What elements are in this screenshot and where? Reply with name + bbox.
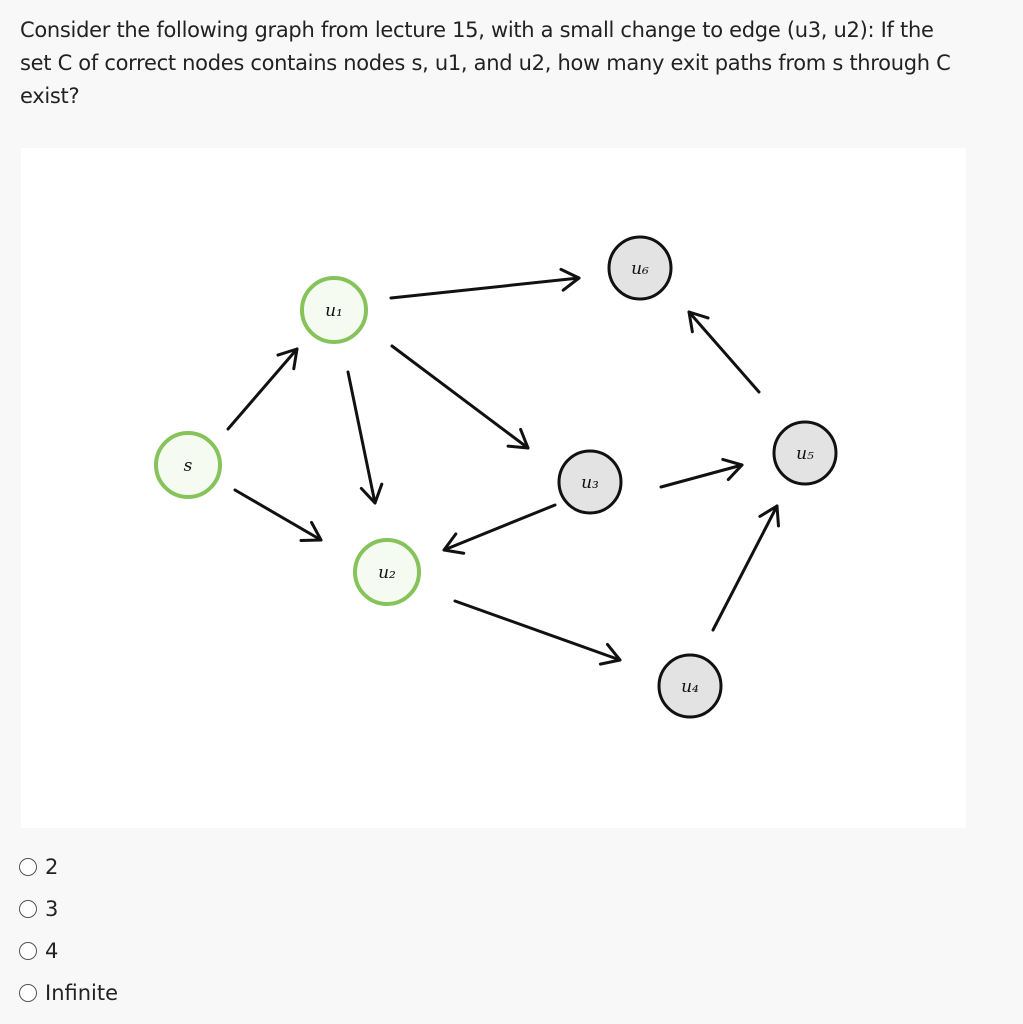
- edge-u3-u2: [442, 503, 557, 555]
- node-u1: u₁: [300, 276, 368, 344]
- arrow-head-icon: [276, 347, 299, 371]
- arrow-head-icon: [506, 427, 530, 450]
- node-label: u₁: [325, 301, 343, 321]
- edge-u1-u6: [389, 267, 581, 300]
- edge-u4-u5: [711, 504, 780, 632]
- edge-line: [346, 370, 377, 505]
- node-circle: [607, 235, 673, 301]
- node-circle: [772, 420, 838, 486]
- radio-button[interactable]: [19, 942, 37, 960]
- edge-line: [687, 310, 761, 394]
- edge-s-u1: [226, 347, 299, 431]
- arrow-head-icon: [598, 642, 622, 666]
- edge-u1-u3: [390, 344, 530, 450]
- option-3[interactable]: 3: [19, 888, 118, 930]
- node-label: u₂: [378, 563, 396, 583]
- edge-line: [453, 599, 622, 662]
- arrow-head-icon: [559, 267, 581, 292]
- node-circle: [353, 538, 421, 606]
- node-u4: u₄: [657, 653, 723, 719]
- radio-button[interactable]: [19, 858, 37, 876]
- node-circle: [657, 653, 723, 719]
- arrow-head-icon: [359, 482, 384, 505]
- arrow-head-icon: [299, 520, 323, 542]
- edge-u5-u6: [687, 310, 761, 394]
- edge-line: [390, 344, 530, 450]
- edge-line: [711, 504, 779, 632]
- edge-u1-u2: [346, 370, 384, 505]
- edge-line: [226, 347, 299, 431]
- node-u3: u₃: [557, 449, 623, 515]
- edge-u2-u4: [453, 599, 622, 666]
- node-u6: u₆: [607, 235, 673, 301]
- edge-u3-u5: [659, 457, 744, 489]
- option-infinite[interactable]: Infinite: [19, 972, 118, 1014]
- node-label: u₅: [796, 444, 814, 464]
- option-label: 4: [45, 939, 59, 963]
- option-label: 3: [45, 897, 59, 921]
- option-4[interactable]: 4: [19, 930, 118, 972]
- node-circle: [300, 276, 368, 344]
- arrow-head-icon: [721, 457, 744, 482]
- node-label: u₄: [681, 677, 699, 697]
- option-2[interactable]: 2: [19, 846, 118, 888]
- node-label: s: [184, 456, 193, 476]
- graph-svg: s u₁ u₂ u₃ u₄ u₅ u₆: [154, 235, 838, 719]
- node-s: s: [154, 431, 222, 499]
- question-text: Consider the following graph from lectur…: [20, 18, 951, 108]
- arrow-head-icon: [687, 310, 710, 334]
- graph-figure: s u₁ u₂ u₃ u₄ u₅ u₆: [21, 148, 966, 828]
- node-circle: [557, 449, 623, 515]
- edge-line: [389, 276, 581, 300]
- option-label: Infinite: [45, 981, 119, 1005]
- node-u2: u₂: [353, 538, 421, 606]
- arrow-head-icon: [442, 532, 466, 555]
- edge-line: [659, 463, 744, 489]
- edge-line: [233, 488, 323, 542]
- arrow-head-icon: [758, 504, 780, 528]
- node-label: u₆: [631, 259, 649, 279]
- radio-button[interactable]: [19, 900, 37, 918]
- edge-line: [442, 503, 557, 552]
- node-u5: u₅: [772, 420, 838, 486]
- node-label: u₃: [581, 473, 599, 493]
- answer-options: 2 3 4 Infinite: [19, 846, 118, 1014]
- node-circle: [154, 431, 222, 499]
- edge-s-u2: [233, 488, 323, 542]
- option-label: 2: [45, 855, 59, 879]
- radio-button[interactable]: [19, 984, 37, 1002]
